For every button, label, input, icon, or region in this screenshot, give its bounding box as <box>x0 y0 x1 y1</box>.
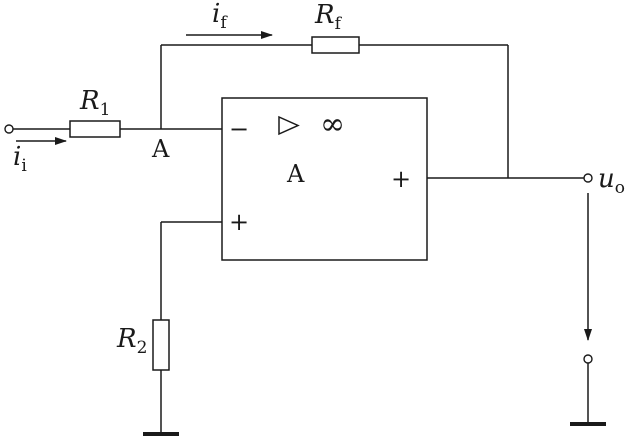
resistor-rf <box>311 36 360 54</box>
output-sign: + <box>391 165 411 193</box>
op-amp-name-label: A <box>286 160 305 188</box>
resistor-r1 <box>69 120 121 138</box>
r2-label: R2 <box>116 324 147 358</box>
op-amp-body <box>221 97 428 261</box>
resistor-r2 <box>152 319 170 371</box>
input-terminal <box>4 124 14 134</box>
rf-label: Rf <box>314 0 343 34</box>
feedback-current-label: if <box>212 0 228 33</box>
r1-label: R1 <box>79 86 110 120</box>
input-current-label: ii <box>13 142 27 176</box>
output-voltage-label: uo <box>598 164 625 198</box>
inverting-input-sign: − <box>229 115 249 143</box>
output-reference-terminal <box>583 354 593 364</box>
op-amp-triangle-icon <box>278 115 300 136</box>
noninverting-input-sign: + <box>229 208 249 236</box>
node-a-label: A <box>151 135 170 163</box>
infinite-gain-symbol: ∞ <box>320 107 345 142</box>
output-terminal <box>583 173 593 183</box>
